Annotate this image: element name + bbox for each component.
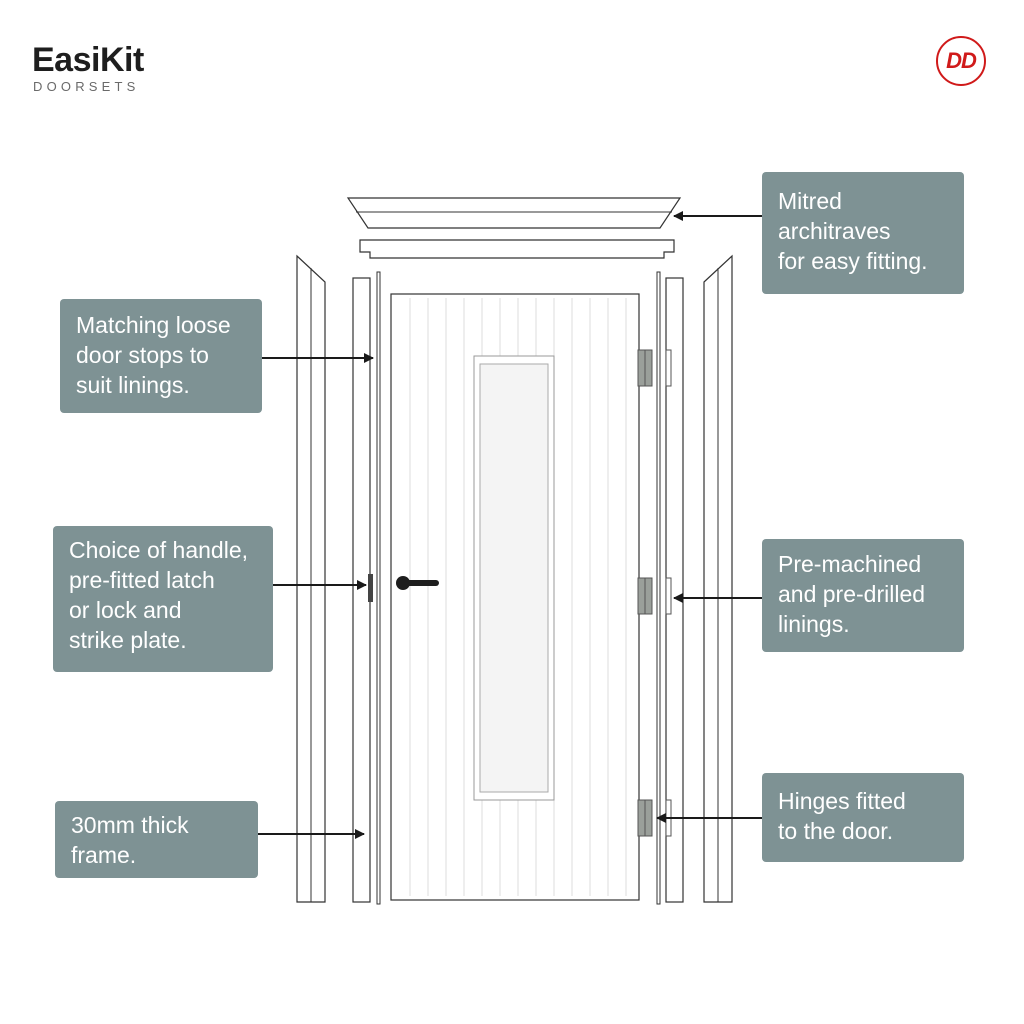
callout-door-stops-line-2: door stops to: [76, 342, 209, 368]
strike-plate: [368, 574, 373, 602]
frame-lining-right: [665, 277, 684, 903]
callout-linings-line-1: Pre-machined: [778, 551, 922, 577]
callout-frame-line-1: 30mm thick: [71, 812, 189, 838]
callout-frame: 30mm thick frame.: [55, 801, 258, 878]
callout-handle: Choice of handle, pre-fitted latch or lo…: [53, 526, 273, 672]
architrave-right: [703, 254, 733, 903]
glass-panel: [479, 363, 549, 793]
brand-name: EasiKit: [32, 41, 144, 79]
callout-handle-line-2: pre-fitted latch: [69, 567, 215, 593]
door-stop-left: [376, 271, 381, 905]
callout-door-stops: Matching loose door stops to suit lining…: [60, 299, 262, 413]
callout-handle-line-4: strike plate.: [69, 627, 187, 653]
door-handle: [396, 576, 439, 590]
architrave-left: [296, 254, 326, 903]
callout-architraves-line-3: for easy fitting.: [778, 248, 928, 274]
callout-architraves-line-2: architraves: [778, 218, 891, 244]
callout-door-stops-line-1: Matching loose: [76, 312, 231, 338]
callout-architraves-line-1: Mitred: [778, 188, 842, 214]
callout-linings-line-3: linings.: [778, 611, 850, 637]
architrave-top: [346, 197, 682, 229]
callout-handle-line-3: or lock and: [69, 597, 182, 623]
callout-linings: Pre-machined and pre-drilled linings.: [762, 539, 964, 652]
head-lining: [359, 239, 675, 259]
callout-linings-line-2: and pre-drilled: [778, 581, 926, 607]
hinge-middle: [637, 577, 653, 615]
callout-architraves: Mitred architraves for easy fitting.: [762, 172, 964, 294]
brand-subtitle: DOORSETS: [33, 79, 140, 94]
door-stop-right: [656, 271, 661, 905]
frame-lining-left: [352, 277, 371, 903]
dd-logo-badge: DD: [936, 36, 986, 86]
hinge-bottom: [637, 799, 653, 837]
hinge-top: [637, 349, 653, 387]
callout-hinges: Hinges fitted to the door.: [762, 773, 964, 862]
callout-hinges-line-2: to the door.: [778, 818, 894, 844]
callout-hinges-line-1: Hinges fitted: [778, 788, 906, 814]
door-leaf: [390, 293, 640, 901]
callout-handle-line-1: Choice of handle,: [69, 537, 249, 563]
callout-frame-line-2: frame.: [71, 842, 137, 868]
callout-door-stops-line-3: suit linings.: [76, 372, 190, 398]
brand-logo: EasiKit DOORSETS: [32, 42, 144, 94]
